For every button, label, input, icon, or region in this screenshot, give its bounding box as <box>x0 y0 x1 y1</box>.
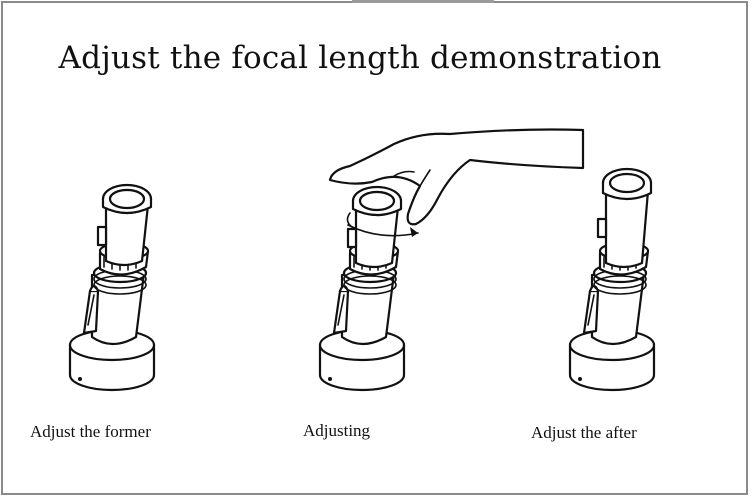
figure-title: Adjust the focal length demonstration <box>58 40 662 76</box>
monocular-collapsed-icon <box>68 183 156 392</box>
hand-icon <box>328 128 585 226</box>
step-3-caption: Adjust the after <box>531 423 637 442</box>
monocular-adjusting-icon <box>318 185 419 392</box>
step-1-caption: Adjust the former <box>30 422 151 441</box>
top-edge-mark <box>352 0 494 3</box>
step-2-caption: Adjusting <box>303 421 371 440</box>
monocular-extended-icon <box>568 167 656 392</box>
